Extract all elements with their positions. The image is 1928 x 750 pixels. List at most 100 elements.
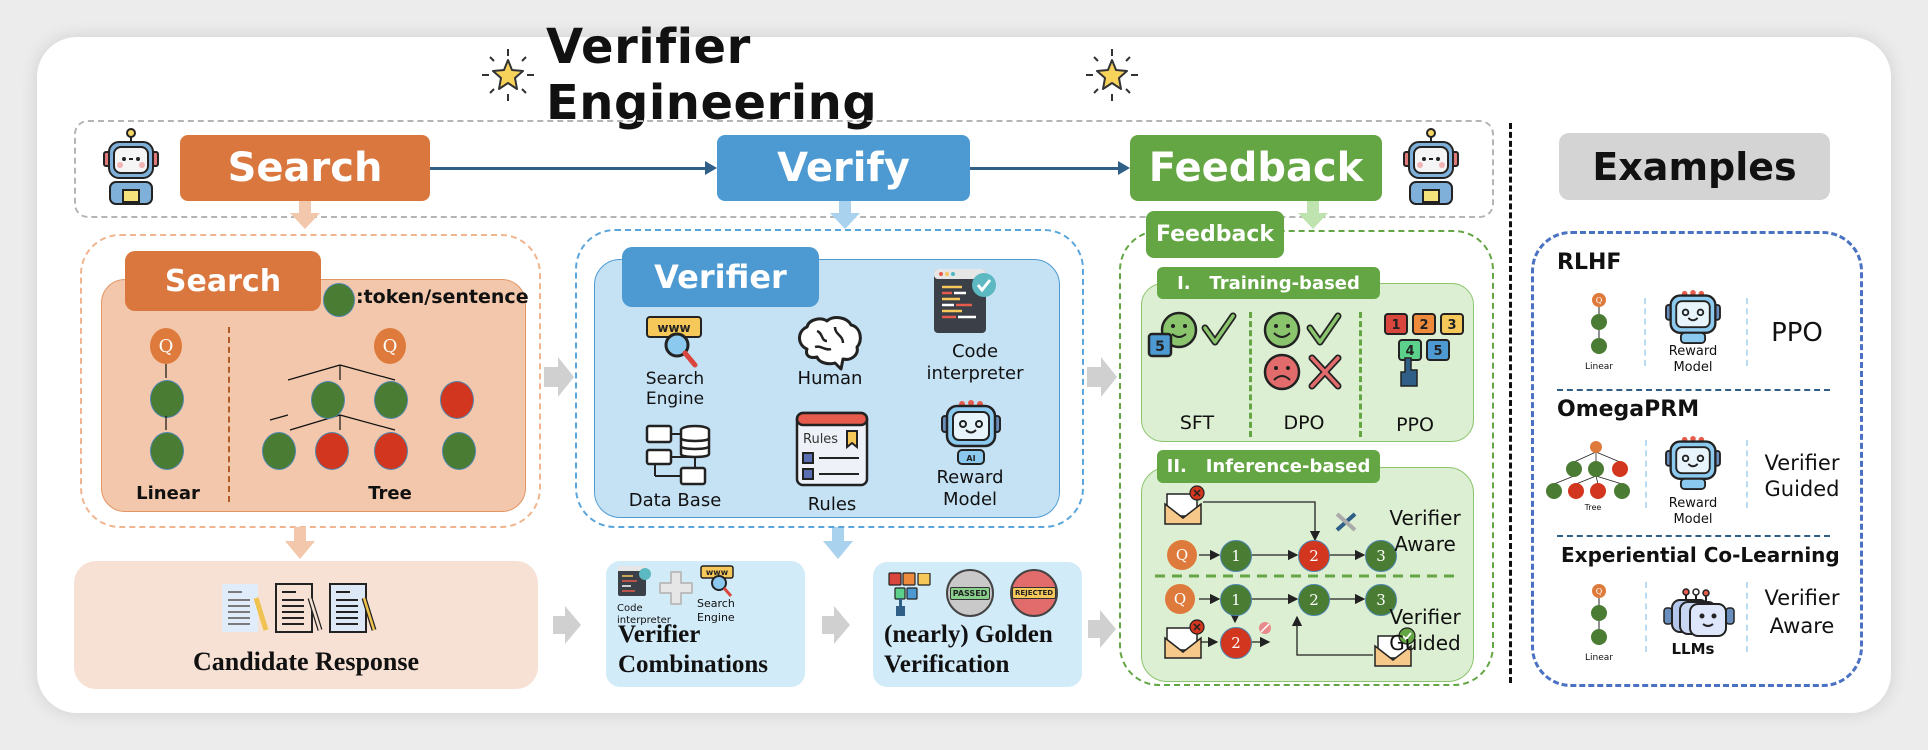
query-node-label: Q — [1175, 546, 1189, 564]
verifier-item-label: Data Base — [620, 490, 730, 511]
method-label-ppo: PPO — [1396, 414, 1434, 436]
flow-arrow-gray — [553, 606, 581, 644]
inference-header-label: II. Inference-based — [1166, 456, 1371, 477]
rules-icon: Rules — [795, 411, 869, 487]
flow-arrow-gray — [1088, 610, 1116, 648]
stage-search: Search — [180, 135, 430, 201]
verifier-panel-outline — [575, 229, 1084, 528]
search-engine-icon: www — [700, 565, 734, 597]
label-line: Code — [617, 603, 643, 614]
linear-label: Linear — [136, 483, 200, 504]
label-line: Aware — [1769, 614, 1835, 638]
label-line: Verifier — [1764, 451, 1840, 475]
query-node-label: Q — [382, 335, 398, 357]
token-node — [374, 381, 408, 419]
database-icon — [645, 424, 711, 488]
svg-text:AI: AI — [966, 454, 975, 463]
document-icons — [220, 580, 380, 636]
example-search-label: Linear — [1585, 362, 1613, 372]
code-interpreter-icon — [932, 265, 998, 335]
label-line: Engine — [697, 611, 735, 624]
sft-icon: 5 — [1147, 311, 1237, 358]
brain-icon — [795, 315, 865, 371]
example-search-label: Linear — [1585, 653, 1613, 663]
arrowhead-icon — [1118, 161, 1130, 175]
step-node: 3 — [1365, 584, 1397, 616]
passed-stamp-text: PASSED — [949, 586, 991, 600]
label-line: Search — [645, 369, 705, 389]
step-node-label: 2 — [1309, 591, 1319, 609]
label-line: Reward — [936, 467, 1004, 488]
token-node — [262, 432, 296, 470]
star-icon — [480, 47, 536, 103]
rejected-token-node — [374, 432, 408, 470]
feedback-panel-tab-label: Feedback — [1156, 222, 1274, 247]
section-divider — [1509, 123, 1512, 683]
label-line: Search — [697, 597, 735, 610]
rejected-stamp-text: REJECTED — [1011, 587, 1057, 599]
linear-tree-divider — [228, 327, 230, 502]
label-line: Rules — [807, 494, 857, 515]
passed-stamp-icon: PASSED — [946, 569, 994, 617]
label-line: PPO — [1771, 318, 1823, 348]
label-line: Reward — [1668, 344, 1718, 359]
step-node: 1 — [1220, 540, 1252, 572]
label-line: Data Base — [628, 490, 722, 511]
reward-model-robot-icon — [1665, 290, 1721, 344]
arrowhead-icon — [705, 161, 717, 175]
example-feedback-label: PPO — [1752, 318, 1842, 348]
robot-icon — [100, 128, 162, 206]
stage-search-label: Search — [227, 145, 383, 191]
training-based-header: I. Training-based — [1157, 267, 1380, 299]
method-divider — [1249, 312, 1252, 437]
query-node-label: Q — [1596, 587, 1603, 596]
label-line: Model — [942, 489, 998, 510]
method-divider — [1359, 312, 1362, 437]
step-node: 3 — [1365, 540, 1397, 572]
token-node — [311, 381, 345, 419]
label-line: (nearly) Golden — [884, 621, 1053, 648]
query-node-label: Q — [158, 335, 174, 357]
robot-icon — [1400, 128, 1462, 206]
query-node: Q — [1167, 540, 1197, 570]
label-line: interpreter — [926, 363, 1024, 384]
token-node — [442, 432, 476, 470]
inference-diagram — [1155, 485, 1458, 667]
query-node-label: Q — [1596, 296, 1603, 305]
example-divider — [1557, 535, 1830, 537]
verifier-panel-tab: Verifier — [622, 247, 819, 307]
feedback-panel-tab: Feedback — [1146, 211, 1284, 258]
search-panel-tab-label: Search — [164, 263, 282, 299]
example-col-divider — [1746, 582, 1748, 652]
number-five: 5 — [1433, 344, 1442, 359]
down-arrow-verify — [830, 201, 860, 229]
reward-model-robot-icon — [1665, 436, 1721, 490]
label-line: Aware — [1394, 532, 1456, 556]
example-col-divider — [1746, 298, 1748, 366]
step-node-label: 3 — [1376, 591, 1386, 609]
number-three: 3 — [1447, 318, 1456, 333]
envelope-approved-icon — [1374, 627, 1416, 667]
stage-feedback: Feedback — [1130, 135, 1382, 201]
rejected-token-node — [440, 381, 474, 419]
example-verifier-label: LLMs — [1671, 640, 1715, 658]
down-arrow-feedback — [1298, 201, 1328, 229]
envelope-rejected-icon — [1164, 485, 1205, 525]
number-four: 4 — [1405, 344, 1414, 359]
stage-verify: Verify — [717, 135, 970, 201]
rejected-stamp-icon: REJECTED — [1010, 569, 1058, 617]
document-icon — [275, 583, 323, 633]
linear-search-icon: Q — [1591, 293, 1607, 354]
legend-node-icon — [323, 283, 355, 317]
query-node: Q — [1165, 584, 1195, 614]
title-row: Verifier Engineering — [480, 19, 1140, 131]
search-engine-icon: www — [645, 315, 705, 371]
